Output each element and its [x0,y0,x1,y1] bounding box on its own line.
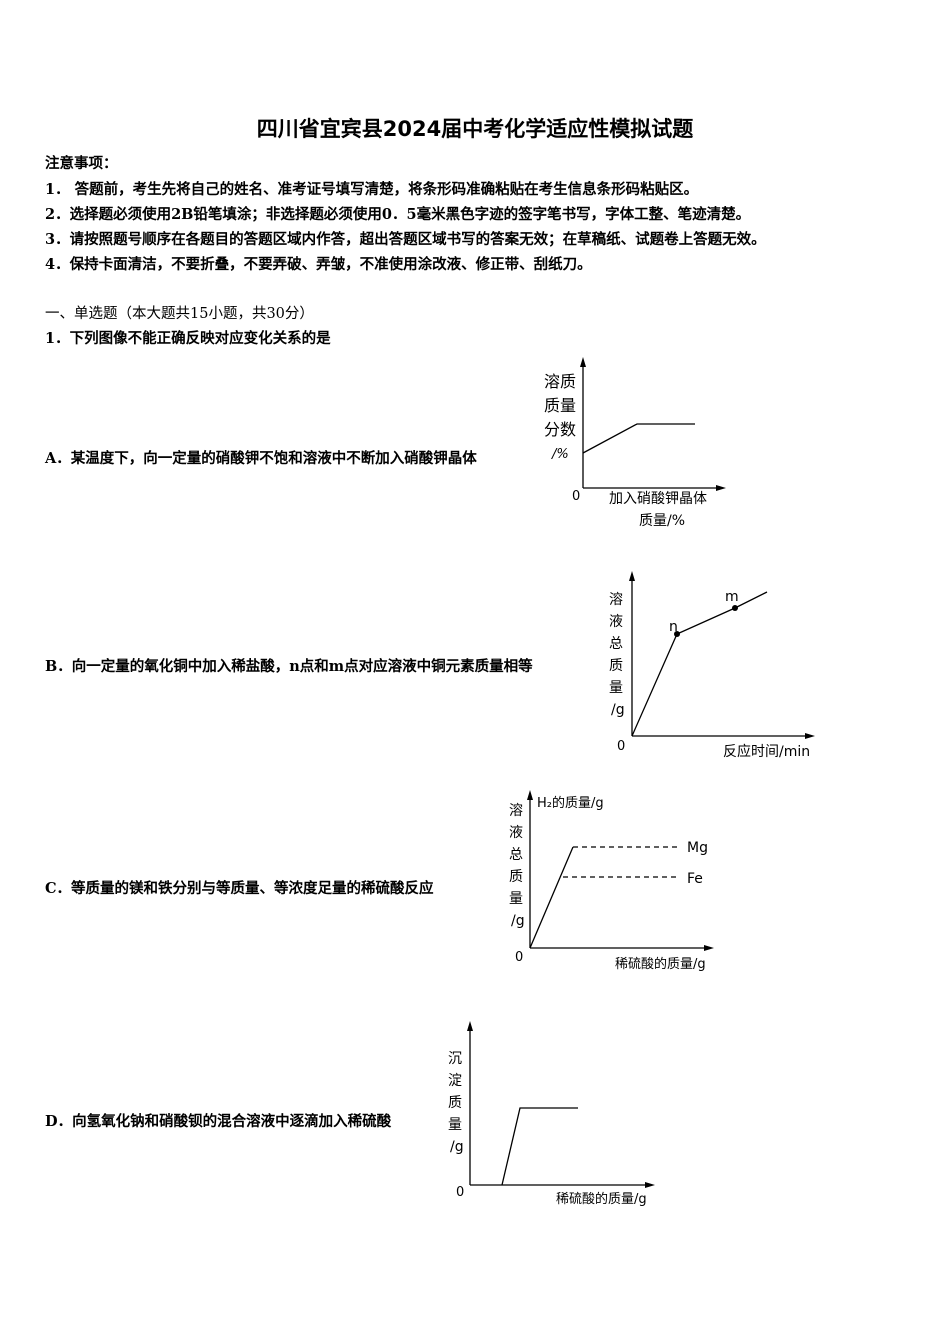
option-a-graph: 溶质 质量 分数 /% 0 加入硝酸钾晶体 质量/% [544,357,726,529]
option-c-graph: 溶 液 总 质 量 /g H₂的质量/g Mg Fe 0 稀硫酸的质量/g [509,790,714,972]
option-c-ylabel-2: 液 [509,825,523,841]
notice-heading: 注意事项： [45,155,118,172]
option-d-origin: 0 [456,1185,464,1200]
option-c-ylabel-4: 质 [509,869,523,885]
option-b-origin: 0 [617,739,625,754]
option-a-ylabel-4: /% [551,447,569,462]
option-b-ylabel-5: 量 [609,680,623,696]
option-d-graph: 沉 淀 质 量 /g 0 稀硫酸的质量/g [448,1021,655,1207]
option-a-ylabel-2: 质量 [544,396,576,415]
option-c-rise [529,846,574,949]
option-d-text: D．向氢氧化钠和硝酸钡的混合溶液中逐滴加入稀硫酸 [45,1113,392,1130]
option-b-point-m [732,605,738,611]
option-b-point-n [674,631,680,637]
page-title: 四川省宜宾县2024届中考化学适应性模拟试题 [256,117,694,141]
option-a-xlabel-2: 质量/% [639,513,685,529]
option-d-ylabel-5: /g [450,1139,464,1155]
option-d-curve [501,1107,578,1186]
option-d-ylabel-4: 量 [448,1117,462,1133]
option-c-xlabel: 稀硫酸的质量/g [615,956,706,972]
option-c-ylabel-5: 量 [509,891,523,907]
option-c-origin: 0 [515,950,523,965]
notice-item-4: 4．保持卡面清洁，不要折叠，不要弄破、弄皱，不准使用涂改液、修正带、刮纸刀。 [45,256,592,273]
option-b-ylabel-3: 总 [609,636,623,652]
option-b-xlabel: 反应时间/min [723,743,810,760]
option-a-origin: 0 [572,489,580,504]
option-b-curve [631,591,768,737]
option-c-ylabel-6: /g [511,913,525,929]
option-a-x-arrow [716,485,726,491]
notice-item-3: 3．请按照题号顺序在各题目的答题区域内作答，超出答题区域书写的答案无效；在草稿纸… [45,231,766,248]
option-c-series-mg: Mg [687,840,708,856]
option-d-ylabel-3: 质 [448,1095,462,1111]
option-b-y-arrow [629,571,635,581]
option-b-ylabel-4: 质 [609,658,623,674]
option-a-curve [582,423,695,454]
notice-item-1: 1． 答题前，考生先将自己的姓名、准考证号填写清楚，将条形码准确粘贴在考生信息条… [45,181,699,198]
option-c-y-arrow [527,790,533,800]
option-a-text: A．某温度下，向一定量的硝酸钾不饱和溶液中不断加入硝酸钾晶体 [45,450,477,467]
option-c-series-fe: Fe [687,871,703,887]
option-c-text: C．等质量的镁和铁分别与等质量、等浓度足量的稀硫酸反应 [45,880,434,897]
option-c-axis-title: H₂的质量/g [537,795,604,811]
option-b-x-arrow [805,733,815,739]
option-c-ylabel-1: 溶 [509,803,523,819]
option-c-ylabel-3: 总 [509,847,523,863]
option-d-ylabel-1: 沉 [448,1051,462,1067]
option-c-x-arrow [704,945,714,951]
option-a-y-arrow [580,357,586,367]
notice-item-2: 2．选择题必须使用2B铅笔填涂；非选择题必须使用0．5毫米黑色字迹的签字笔书写，… [45,206,751,223]
question-1: 1．下列图像不能正确反映对应变化关系的是 [45,330,331,347]
section-heading: 一、单选题（本大题共15小题，共30分） [45,306,314,322]
option-b-ylabel-6: /g [611,702,625,718]
option-a-ylabel-1: 溶质 [544,372,576,391]
option-b-label-m: m [725,589,739,605]
option-d-xlabel: 稀硫酸的质量/g [556,1191,647,1207]
option-b-ylabel-2: 液 [609,614,623,630]
option-d-x-arrow [645,1182,655,1188]
option-a-ylabel-3: 分数 [544,420,576,439]
option-a-xlabel-1: 加入硝酸钾晶体 [609,491,707,507]
option-b-label-n: n [669,619,678,635]
option-b-text: B．向一定量的氧化铜中加入稀盐酸，n点和m点对应溶液中铜元素质量相等 [45,658,533,675]
option-d-ylabel-2: 淀 [448,1073,462,1089]
option-b-ylabel-1: 溶 [609,592,623,608]
option-b-graph: 溶 液 总 质 量 /g n m 0 反应时间/min [609,571,815,760]
option-d-y-arrow [467,1021,473,1031]
